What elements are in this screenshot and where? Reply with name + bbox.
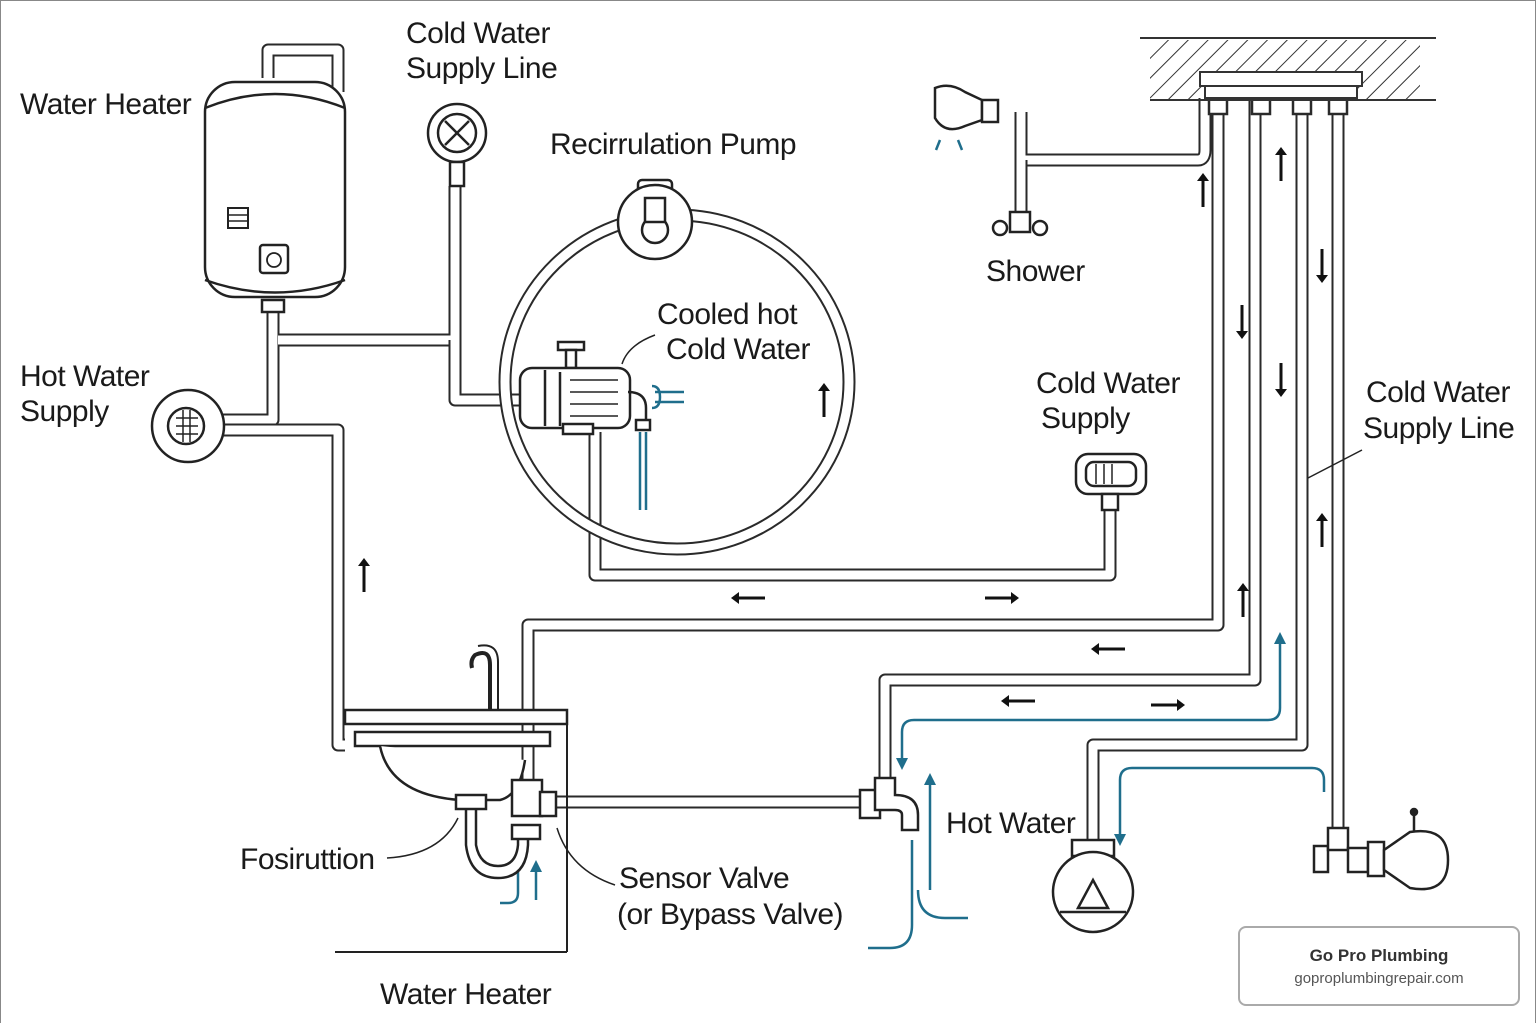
water-heater-tank [203, 80, 347, 314]
flow-arrow-icon [1114, 834, 1126, 846]
flow-line [934, 139, 942, 151]
flow-line [956, 139, 964, 151]
label-water-heater-top: Water Heater [20, 88, 192, 121]
label-shower: Shower [986, 255, 1085, 288]
label-cold-water-supply-2: Supply [1041, 402, 1130, 435]
pipe [222, 312, 280, 427]
label-hot-water: Hot Water [946, 807, 1076, 840]
arrow-left-icon [1001, 695, 1035, 707]
flow-arrow-icon [1274, 632, 1286, 644]
flow-arrow-icon [896, 758, 908, 770]
pipe [1086, 98, 1309, 840]
pipe [261, 43, 345, 92]
label-hot-water-supply: Hot Water [20, 360, 150, 393]
cold-water-supply-fitting [1074, 452, 1148, 512]
arrow-down-icon [1316, 249, 1328, 283]
arrow-up-icon [1275, 147, 1287, 181]
flow-line [900, 640, 1282, 765]
arrow-down-icon [1236, 305, 1248, 339]
sink [343, 644, 569, 880]
flow-line [651, 384, 662, 410]
brand-name: Go Pro Plumbing [1309, 946, 1449, 965]
pipe [521, 98, 1225, 780]
pipe [878, 98, 1262, 780]
sensor-valve [858, 776, 920, 832]
label-cold-supply-line-top: Cold Water [406, 17, 550, 50]
pipe [588, 432, 1117, 582]
leader-lines [386, 334, 1363, 886]
label-hot-water-supply-2: Supply [20, 395, 109, 428]
arrow-left-icon [731, 592, 765, 604]
shower-head [933, 84, 1049, 237]
label-cold-supply-line-right-2: Supply Line [1363, 412, 1514, 445]
label-cold-supply-line-top-2: Supply Line [406, 52, 557, 85]
arrow-up-icon [1237, 583, 1249, 617]
flow-arrow-icon [924, 773, 936, 785]
pipe [222, 423, 345, 752]
recirculation-pump [616, 178, 694, 261]
flow-line [1118, 766, 1326, 840]
arrow-down-icon [1275, 363, 1287, 397]
label-bypass-valve: (or Bypass Valve) [617, 898, 843, 931]
arrow-up-icon [818, 383, 830, 417]
label-cooled-hot: Cooled hot [657, 298, 798, 331]
flow-lines [500, 139, 1326, 950]
lower-water-heater [1051, 838, 1135, 934]
ceiling [1140, 37, 1436, 101]
label-fosiruttion: Fosiruttion [240, 843, 375, 876]
pipe [1014, 98, 1212, 167]
label-recirculation-pump: Recirrulation Pump [550, 128, 796, 161]
flow-arrows [358, 147, 1328, 711]
arrow-up-icon [1316, 513, 1328, 547]
arrow-up-icon [358, 558, 370, 592]
label-cold-supply-line-right: Cold Water [1366, 376, 1510, 409]
flow-arrow-icon [530, 860, 542, 872]
arrow-left-icon [1091, 643, 1125, 655]
arrow-right-icon [985, 592, 1019, 604]
shutoff-valve [1312, 807, 1450, 891]
pipe-network [222, 43, 1349, 846]
flow-line [868, 840, 914, 950]
arrow-up-icon [1197, 173, 1209, 207]
label-sensor-valve: Sensor Valve [619, 862, 789, 895]
arrow-right-icon [1151, 699, 1185, 711]
label-cold-water-supply: Cold Water [1036, 367, 1180, 400]
brand-url: goproplumbingrepair.com [1294, 970, 1464, 987]
flow-line [500, 872, 520, 905]
cold-water-gauge [426, 102, 488, 188]
brand-badge: Go Pro Plumbing goproplumbingrepair.com [1238, 926, 1520, 1006]
cabinet-outline [335, 710, 568, 953]
label-water-heater-bottom: Water Heater [380, 978, 552, 1011]
pump-motor [518, 340, 652, 436]
flow-line [916, 889, 968, 920]
label-cooled-cold: Cold Water [666, 333, 810, 366]
labels: Water Heater Cold Water Supply Line Reci… [20, 17, 1515, 1011]
hot-water-supply-fitting [150, 388, 226, 464]
